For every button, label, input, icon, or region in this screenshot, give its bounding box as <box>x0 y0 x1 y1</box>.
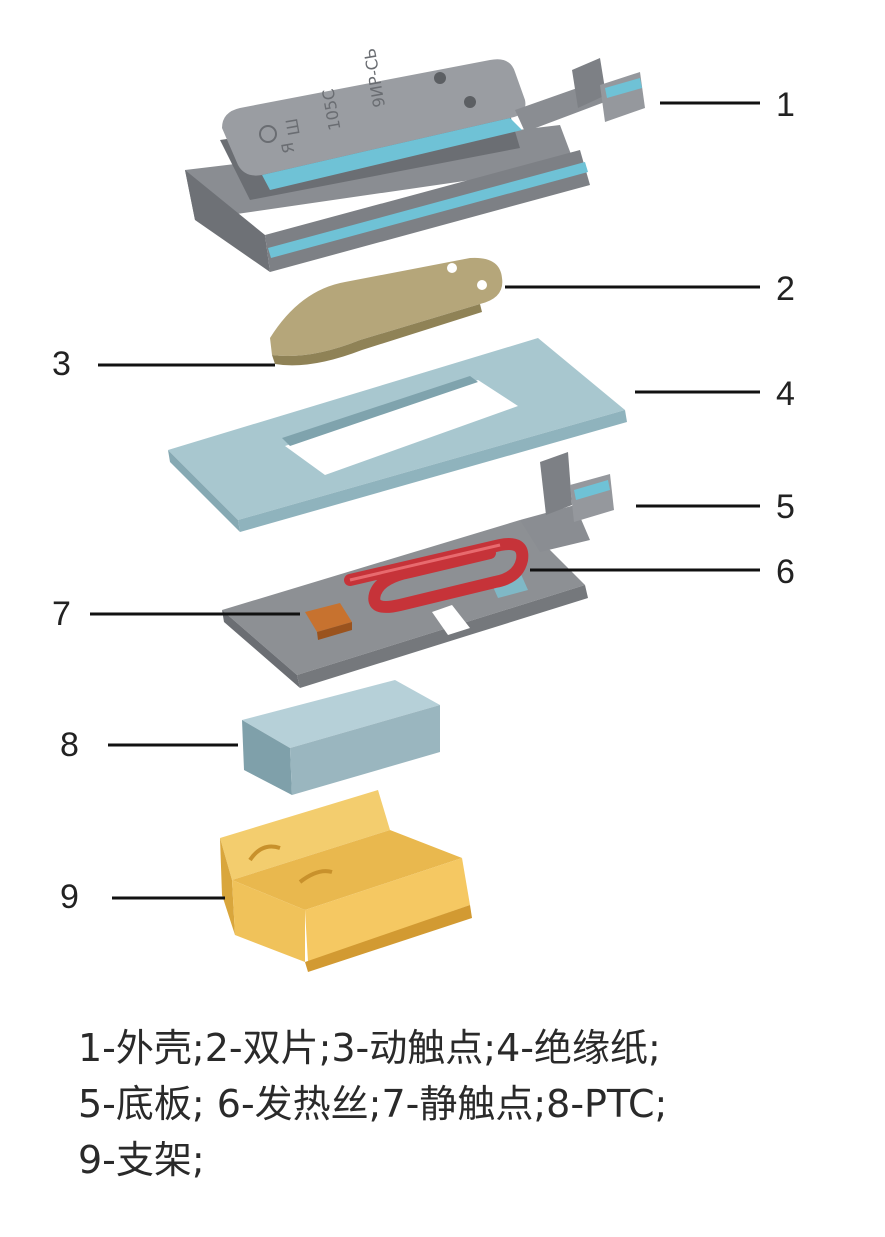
callout-2: 2 <box>776 270 795 308</box>
case-marking-3: Ш <box>282 117 304 137</box>
part-insulating-paper <box>168 338 627 532</box>
case-marking-4: Я <box>278 141 299 155</box>
callout-3: 3 <box>52 345 71 383</box>
part-ptc <box>242 680 440 795</box>
callout-1: 1 <box>776 86 795 124</box>
legend-line-1: 1-外壳;2-双片;3-动触点;4-绝缘纸; <box>78 1026 661 1070</box>
part-housing: 9ИР-СЬ 105С Ш Я <box>185 47 645 272</box>
part-static-contact <box>305 603 352 640</box>
callout-9: 9 <box>60 878 79 916</box>
legend-line-2: 5-底板; 6-发热丝;7-静触点;8-PTC; <box>78 1082 668 1126</box>
part-bimetal <box>270 257 503 366</box>
callout-8: 8 <box>60 726 79 764</box>
legend-line-3: 9-支架; <box>78 1138 205 1182</box>
exploded-view-diagram: 9ИР-СЬ 105С Ш Я <box>52 47 795 972</box>
callout-labels: 1 2 3 4 5 6 7 8 9 <box>52 86 795 916</box>
parts-legend: 1-外壳;2-双片;3-动触点;4-绝缘纸; 5-底板; 6-发热丝;7-静触点… <box>78 1020 868 1188</box>
part-bracket <box>220 790 472 972</box>
part-base-plate <box>222 452 614 688</box>
part-heating-wire <box>344 538 529 613</box>
callout-5: 5 <box>776 488 795 526</box>
callout-4: 4 <box>776 375 795 413</box>
callout-6: 6 <box>776 553 795 591</box>
callout-7: 7 <box>52 595 71 633</box>
leader-lines <box>90 101 760 900</box>
